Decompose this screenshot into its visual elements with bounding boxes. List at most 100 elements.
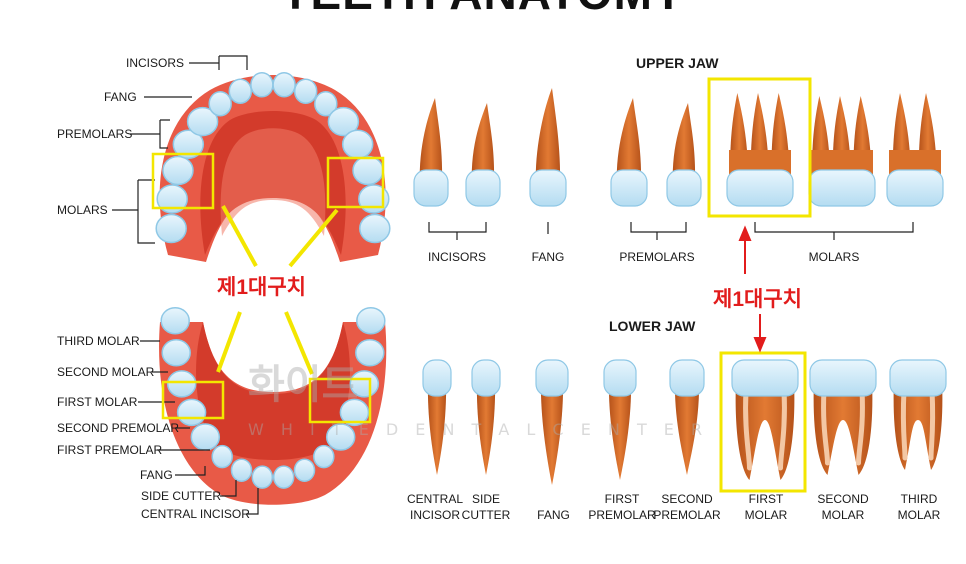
upper-arch-tooth (327, 106, 360, 137)
upper-tooth-crown (529, 169, 567, 207)
first-molar-highlights-left (151, 152, 385, 424)
label-fang: FANG (104, 90, 137, 104)
upper-arch-tooth (208, 90, 232, 117)
lower-label-fang: FANG (537, 508, 570, 522)
red-arrows (738, 225, 767, 353)
watermark-sub-text: W H I T E D E N T A L C E N T E R (248, 420, 709, 439)
lower-tooth-root (608, 380, 632, 480)
lower-tooth-root (674, 380, 700, 475)
lower-tooth-pulp (743, 387, 752, 471)
lower-arch-tooth (166, 370, 197, 398)
label-second-molar: SECOND MOLAR (57, 365, 155, 379)
lower-tooth-crown (889, 359, 947, 397)
upper-arch-tooth (341, 129, 374, 160)
upper-arch-tooth (272, 72, 296, 98)
upper-arch-tooth (250, 72, 274, 98)
upper-tooth-crown (413, 169, 449, 207)
lower-tooth-crown (603, 359, 637, 397)
upper-arch-tooth (358, 184, 390, 214)
lower-arch-tooth (251, 465, 274, 489)
upper-tooth-crown (666, 169, 702, 207)
upper-arch-tooth (156, 184, 188, 214)
lower-tooth-pulp (900, 387, 908, 461)
lower-tooth-pulp (821, 387, 830, 466)
upper-arch-tooth (155, 213, 187, 244)
lower-arch-tooth (190, 423, 221, 451)
lower-tooth-pulp (778, 387, 787, 471)
yellow-pointers (216, 205, 339, 375)
lower-tooth-crown (669, 359, 705, 397)
label-side-cutter: SIDE CUTTER (141, 489, 222, 503)
lower-arch-tooth (356, 306, 386, 335)
page-title: TEETH ANATOMY (0, 0, 966, 20)
korean-first-molar-label-right: 제1대구치 (713, 288, 802, 311)
lower-arch-tooth (160, 306, 190, 335)
lower-arch-tooth (293, 458, 316, 482)
upper-arch-tooth (228, 78, 253, 104)
upper-arch-tooth (314, 90, 338, 117)
label-first-premolar: FIRST PREMOLAR (57, 443, 163, 457)
group-label-incisors: INCISORS (427, 250, 486, 264)
lower-tooth-root (540, 380, 564, 485)
upper-arch-tooth (162, 155, 194, 186)
lower-arch-tooth (176, 398, 207, 427)
lower-jaw-heading: LOWER JAW (609, 318, 696, 334)
label-incisors: INCISORS (126, 56, 185, 70)
upper-tooth-root (419, 98, 443, 188)
label-third-molar: THIRD MOLAR (57, 334, 140, 348)
lower-tooth-crown (422, 359, 452, 397)
lower-tooth-crown (809, 359, 877, 397)
lower-arch-tooth (325, 423, 356, 451)
label-first-molar: FIRST MOLAR (57, 395, 138, 409)
lower-tooth-crown (535, 359, 569, 397)
lower-arch-tooth (161, 339, 191, 367)
upper-arch-tooth (172, 129, 205, 160)
upper-tooth-crown (610, 169, 648, 207)
label-fang-lower: FANG (140, 468, 173, 482)
upper-tooth-crown (808, 169, 876, 207)
watermark-logo-text: 화이트 (248, 362, 359, 408)
lower-jaw-arch (159, 306, 387, 505)
upper-arch-tooth (359, 213, 391, 244)
lower-arch-tooth (355, 339, 385, 367)
lower-tooth-crown (731, 359, 799, 397)
upper-tooth-root (471, 103, 495, 188)
label-premolars: PREMOLARS (57, 127, 133, 141)
upper-arch-tooth (186, 106, 219, 137)
upper-tooth-root (672, 103, 696, 188)
group-label-premolars: PREMOLARS (619, 250, 695, 264)
first-molar-highlights-right (707, 77, 812, 493)
group-label-fang: FANG (531, 250, 565, 264)
upper-jaw-arch (155, 72, 391, 262)
lower-arch-tooth (230, 458, 253, 482)
label-central-incisor: CENTRAL INCISOR (141, 507, 250, 521)
lower-arch-tooth (272, 465, 295, 489)
upper-tooth-root (616, 98, 642, 188)
lower-arch-tooth (211, 444, 233, 469)
lower-arch-tooth (339, 398, 370, 427)
lower-tooth-pulp (928, 387, 936, 461)
lower-arch-tooth (313, 444, 335, 469)
korean-first-molar-label-left: 제1대구치 (217, 276, 306, 299)
upper-arch-tooth (352, 155, 384, 186)
lower-tooth-pulp (856, 387, 865, 466)
lower-tooth-root (476, 380, 496, 475)
lower-label-leaders (138, 340, 259, 515)
upper-arch-tooth (293, 78, 318, 104)
upper-tooth-crown (465, 169, 501, 207)
label-second-premolar: SECOND PREMOLAR (57, 421, 180, 435)
upper-tooth-root (535, 88, 561, 188)
lower-tooth-crown (471, 359, 501, 397)
lower-tooth-root (427, 380, 447, 475)
group-label-molars: MOLARS (808, 250, 860, 264)
upper-tooth-crown (886, 169, 944, 207)
label-molars: MOLARS (57, 203, 108, 217)
